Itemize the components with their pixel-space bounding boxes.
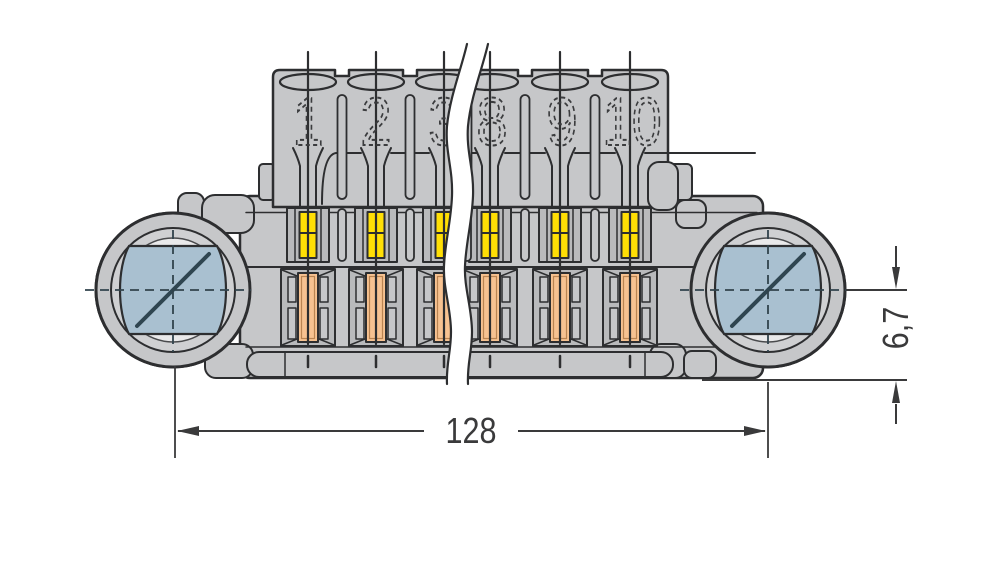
arrowhead-up — [892, 381, 900, 403]
partition-slot — [589, 94, 601, 262]
break-edge-left — [442, 42, 469, 386]
molding-right-top-inner — [675, 199, 707, 229]
dimension-height-6-7: 6,7 — [702, 246, 917, 424]
arrowhead-left — [177, 426, 199, 436]
arrowhead-down — [892, 267, 900, 289]
partition-slot — [404, 94, 416, 262]
break-gap — [443, 33, 489, 395]
position-number-2: 2 — [360, 85, 391, 160]
molding-right-bottom-inner — [683, 350, 717, 379]
molding-left-top-inner — [201, 194, 255, 234]
terminal-positions: 1 2 3 8 9 10 — [278, 50, 662, 369]
position-number-1: 1 — [292, 85, 323, 160]
break-edge-right — [463, 42, 490, 386]
position-number-9: 9 — [546, 85, 577, 160]
position-number-8: 8 — [476, 85, 507, 160]
arrowhead-right — [744, 426, 766, 436]
break-lines — [442, 33, 490, 395]
partition-slot — [519, 94, 531, 262]
width-dimension-value: 128 — [445, 412, 496, 452]
fixing-screw-left — [83, 211, 253, 369]
partition-slot — [336, 94, 348, 262]
height-dimension-value: 6,7 — [877, 307, 917, 350]
position-number-10: 10 — [603, 84, 662, 160]
rail-cap-lines — [284, 351, 646, 378]
dimension-width-128: 128 — [174, 366, 769, 458]
molding-right-top-outer — [647, 161, 679, 211]
